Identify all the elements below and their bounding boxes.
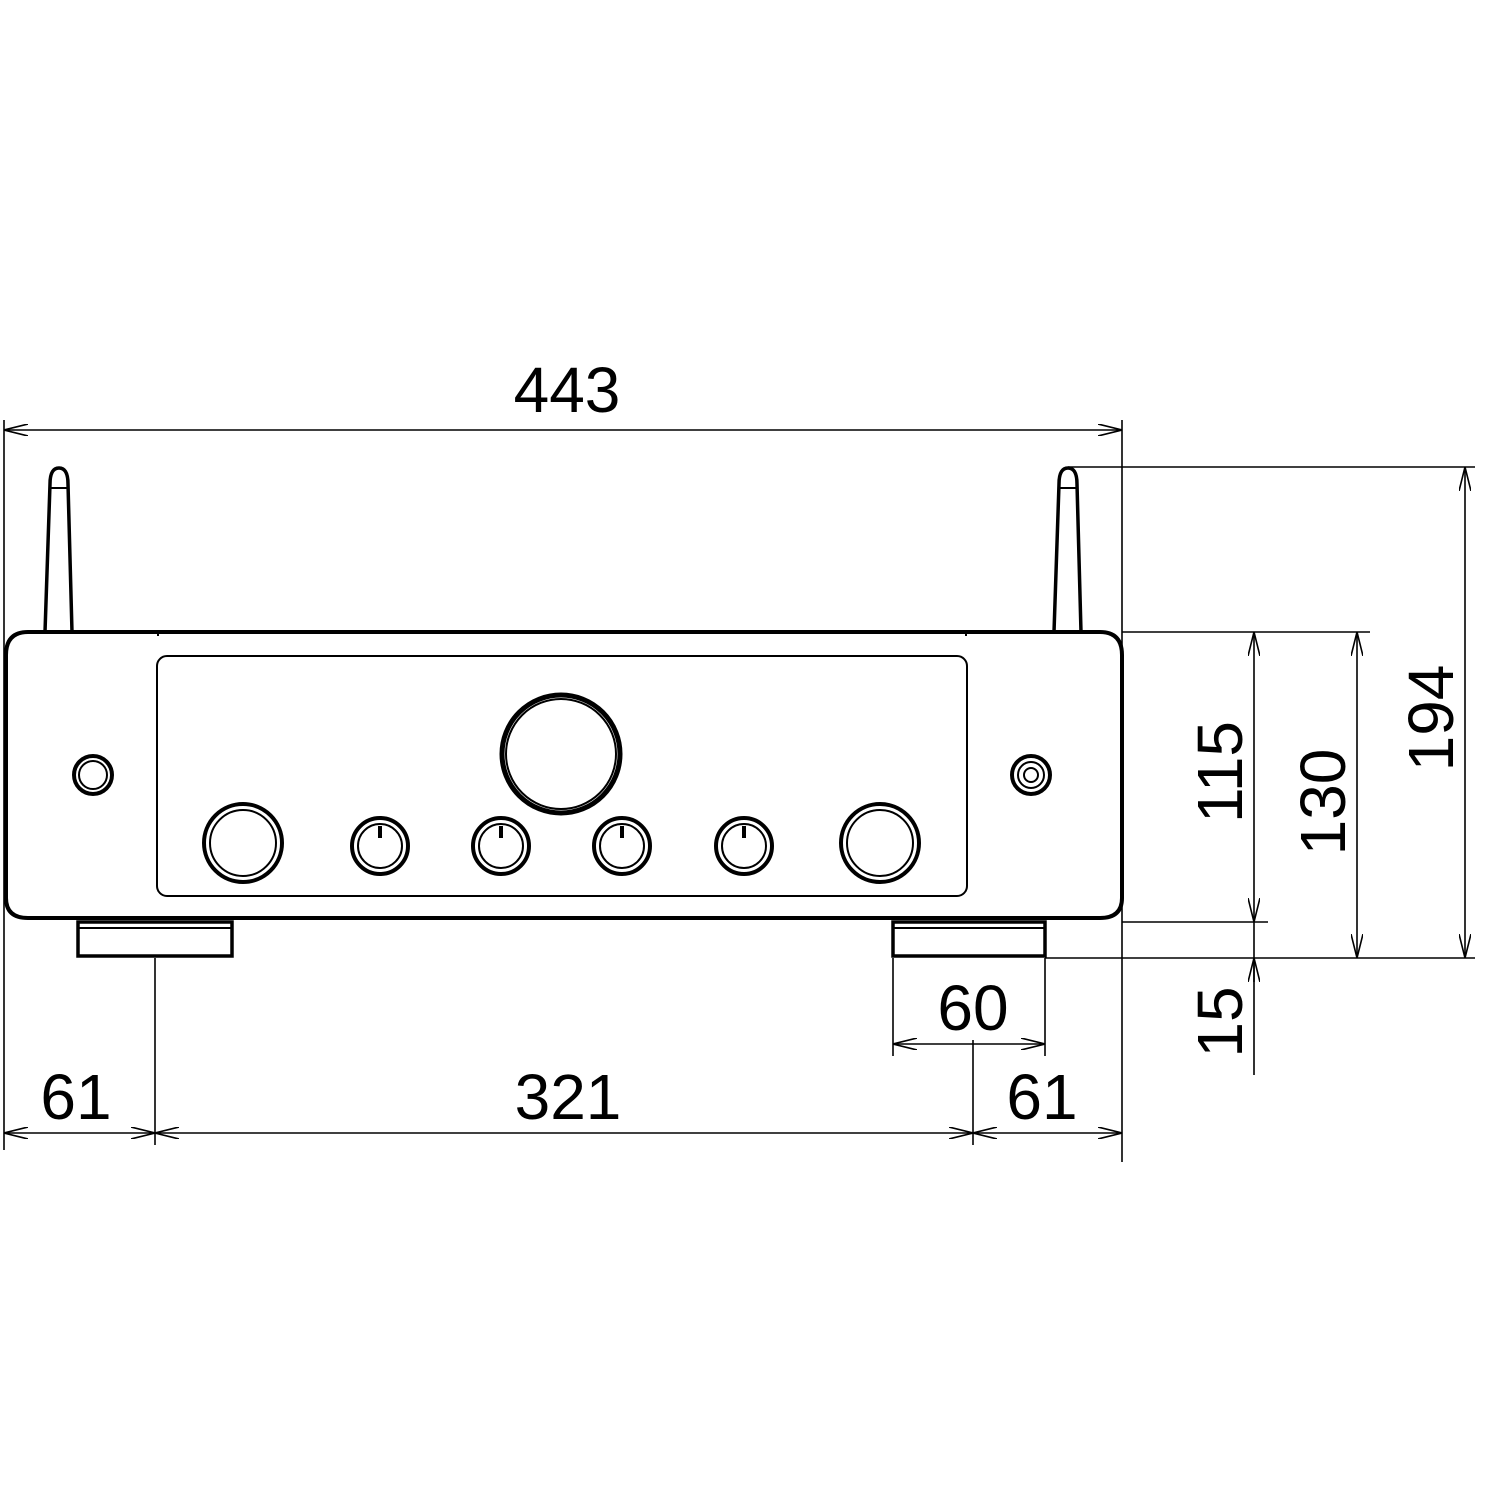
headphone-jack xyxy=(72,754,114,796)
right-antenna xyxy=(1052,466,1083,633)
label-foot-spacing: 321 xyxy=(515,1061,622,1133)
label-overall-width: 443 xyxy=(514,354,621,426)
left-antenna xyxy=(43,466,74,633)
display-window xyxy=(499,692,623,816)
label-right-offset: 61 xyxy=(1006,1061,1077,1133)
amplifier-device xyxy=(3,466,1124,958)
right-foot xyxy=(891,920,1047,958)
label-height-with-feet: 130 xyxy=(1287,749,1359,856)
dimension-labels: 443 61 321 61 60 194 130 115 15 xyxy=(40,354,1467,1133)
chassis xyxy=(3,630,1124,920)
label-foot-height: 15 xyxy=(1184,986,1256,1057)
volume-knob xyxy=(839,802,921,884)
front-panel xyxy=(156,655,968,897)
bass-knob xyxy=(350,816,410,876)
label-overall-height: 194 xyxy=(1395,665,1467,772)
label-body-height: 115 xyxy=(1184,721,1256,823)
balance-knob xyxy=(592,816,652,876)
treble-knob xyxy=(471,816,531,876)
label-left-offset: 61 xyxy=(40,1061,111,1133)
label-foot-width: 60 xyxy=(937,972,1008,1044)
input-selector-knob xyxy=(202,802,284,884)
source-direct-knob xyxy=(714,816,774,876)
dimension-lines xyxy=(3,420,1475,1162)
left-foot xyxy=(76,920,234,958)
setup-jack xyxy=(1010,754,1052,796)
